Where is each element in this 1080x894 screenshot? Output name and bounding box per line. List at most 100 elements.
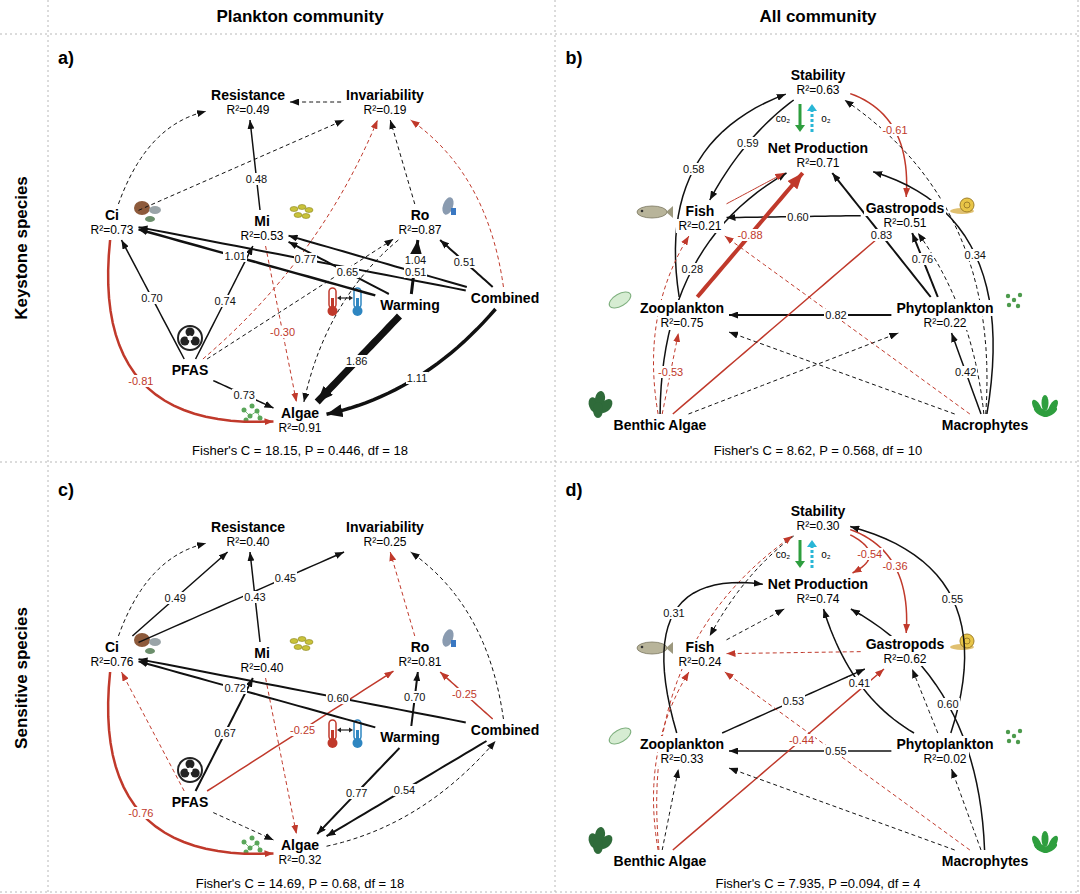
r-squared: R²=0.51 — [881, 216, 928, 230]
panel-divider — [0, 34, 1080, 35]
variable-node: Warming — [377, 296, 442, 314]
variable-node: StabilityR²=0.30 — [788, 502, 848, 534]
node-name: Gastropods — [864, 636, 947, 652]
path-coefficient: 0.82 — [824, 309, 847, 321]
fish-tail — [666, 642, 673, 654]
path-coefficient: 0.72 — [223, 682, 246, 694]
r-squared: R²=0.71 — [794, 156, 841, 170]
biohazard-ring — [178, 758, 202, 782]
path-coefficient: 1.86 — [345, 355, 368, 367]
path-coefficient: -0.88 — [736, 229, 763, 241]
path-arrow — [729, 314, 891, 316]
gas-arrow-down — [799, 104, 802, 126]
path-arrow — [289, 236, 467, 287]
macrophyte-leaf — [1042, 831, 1049, 847]
path-coefficient: -0.81 — [127, 375, 154, 387]
variable-node: FishR²=0.24 — [675, 638, 724, 670]
path-arrow — [139, 120, 345, 210]
rotifer-body — [440, 196, 456, 216]
variable-node: StabilityR²=0.63 — [788, 66, 848, 98]
path-coefficient: 0.70 — [403, 691, 426, 703]
thermometer-bulb — [328, 306, 338, 316]
fish-icon — [637, 642, 673, 654]
variable-node: FishR²=0.21 — [675, 202, 724, 234]
path-arrow — [213, 381, 273, 408]
r-squared: R²=0.19 — [361, 103, 408, 117]
variable-node: CiR²=0.73 — [87, 206, 136, 238]
algae-filament — [244, 842, 260, 850]
path-coefficient: 0.55 — [941, 593, 964, 605]
panel-divider — [48, 0, 49, 894]
variable-node: AlgaeR²=0.91 — [275, 404, 324, 436]
r-squared: R²=0.33 — [658, 752, 705, 766]
microcrustacean-body — [294, 645, 302, 650]
variable-node: Net ProductionR²=0.74 — [765, 575, 871, 607]
path-coefficient: 0.48 — [245, 173, 268, 185]
gas-exchange-symbol — [795, 104, 817, 132]
path-coefficient: 0.60 — [936, 698, 959, 710]
phytoplankton-cell — [1012, 734, 1016, 738]
node-name: Zooplankton — [638, 736, 726, 752]
r-squared: R²=0.81 — [396, 655, 443, 669]
microcrustacean-body — [305, 208, 313, 213]
panel-divider — [0, 892, 1080, 893]
macrophyte-icon — [1030, 395, 1060, 419]
r-squared: R²=0.87 — [396, 223, 443, 237]
path-arrow — [266, 678, 297, 834]
fish-body — [637, 206, 667, 218]
fit-statistic: Fisher's C = 14.69, P = 0.68, df = 18 — [196, 876, 405, 891]
phytoplankton-cell — [1018, 729, 1022, 733]
fish-body — [637, 642, 667, 654]
benthic-algae-icon — [587, 826, 615, 854]
path-coefficient: 0.49 — [164, 592, 187, 604]
path-arrow — [118, 543, 206, 636]
macrophyte-icon — [1030, 831, 1060, 855]
node-name: Warming — [378, 297, 441, 313]
fish-eye — [641, 210, 644, 213]
r-squared: R²=0.91 — [276, 421, 323, 435]
node-name: Phytoplankton — [894, 300, 995, 316]
gas-arrow-head — [807, 540, 817, 547]
variable-node: CiR²=0.76 — [87, 638, 136, 670]
path-coefficient: 1.11 — [406, 372, 429, 384]
path-arrow — [390, 120, 415, 204]
node-name: Net Production — [766, 140, 870, 156]
fish-icon — [637, 206, 673, 218]
path-arrow — [390, 552, 415, 636]
thermometer-bulb — [328, 738, 338, 748]
path-coefficient: -0.53 — [657, 366, 684, 378]
r-squared: R²=0.63 — [794, 83, 841, 97]
path-arrow — [824, 609, 915, 733]
path-arrow — [727, 609, 785, 640]
benthic-algae-frond — [593, 402, 603, 418]
fish-eye — [641, 646, 644, 649]
r-squared: R²=0.40 — [238, 661, 285, 675]
path-coefficient: -0.36 — [881, 560, 908, 572]
node-name: Stability — [789, 503, 847, 519]
panel-header: Plankton community — [216, 7, 383, 27]
biohazard-lobe — [186, 760, 195, 769]
phytoplankton-cell — [1018, 293, 1022, 297]
path-coefficient: 0.55 — [824, 745, 847, 757]
phytoplankton-cell — [1007, 739, 1011, 743]
double-arrow-head — [337, 296, 341, 301]
ciliate-cell — [145, 216, 155, 222]
gastropod-icon — [950, 198, 974, 214]
r-squared: R²=0.76 — [88, 655, 135, 669]
biohazard-lobe — [186, 328, 195, 337]
gas-arrow-head — [795, 561, 805, 568]
double-arrow-head — [349, 296, 353, 301]
macrophyte-leaf — [1041, 841, 1058, 855]
variable-node: PhytoplanktonR²=0.02 — [893, 735, 996, 767]
gas-label: o₂ — [821, 113, 830, 124]
path-arrow — [660, 173, 786, 414]
path-arrow — [266, 246, 297, 402]
path-coefficient: 0.70 — [140, 292, 163, 304]
panel-letter: d) — [566, 480, 583, 501]
path-arrow — [290, 102, 341, 103]
path-arrow — [203, 120, 378, 359]
algae-cell — [258, 848, 263, 853]
node-name: Warming — [378, 729, 441, 745]
path-arrow — [440, 240, 493, 287]
row-label: Keystone species — [12, 176, 32, 320]
